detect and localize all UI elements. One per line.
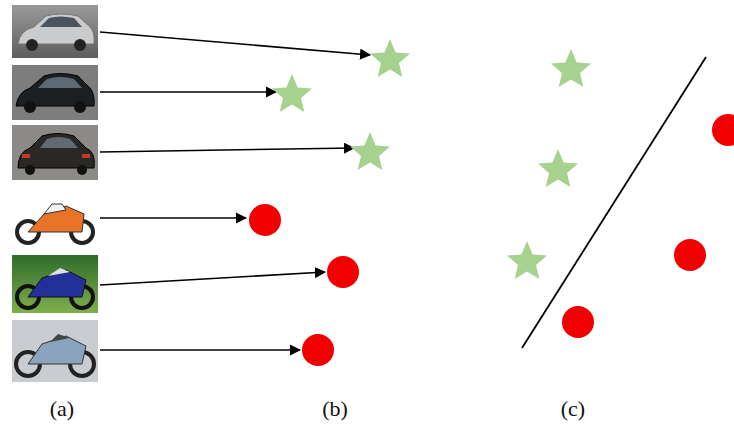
panel-label: (a)	[50, 398, 74, 420]
star-marker	[272, 74, 312, 112]
star-marker	[350, 132, 390, 170]
panel-label: (c)	[561, 398, 585, 420]
star-markers	[272, 39, 591, 279]
decision-boundary	[522, 57, 706, 348]
star-marker	[551, 49, 591, 87]
motorcycle-photo	[12, 320, 98, 382]
star-marker	[507, 241, 547, 279]
car-photo	[12, 5, 98, 58]
star-marker	[370, 39, 410, 77]
car-photo	[12, 125, 98, 180]
motorcycle-photo	[12, 255, 98, 313]
circle-markers	[249, 114, 734, 366]
star-marker	[538, 149, 578, 187]
mapping-arrow	[100, 32, 370, 350]
car-photo	[12, 65, 98, 120]
panel-label: (b)	[322, 398, 348, 420]
motorcycle-photo	[12, 190, 98, 248]
